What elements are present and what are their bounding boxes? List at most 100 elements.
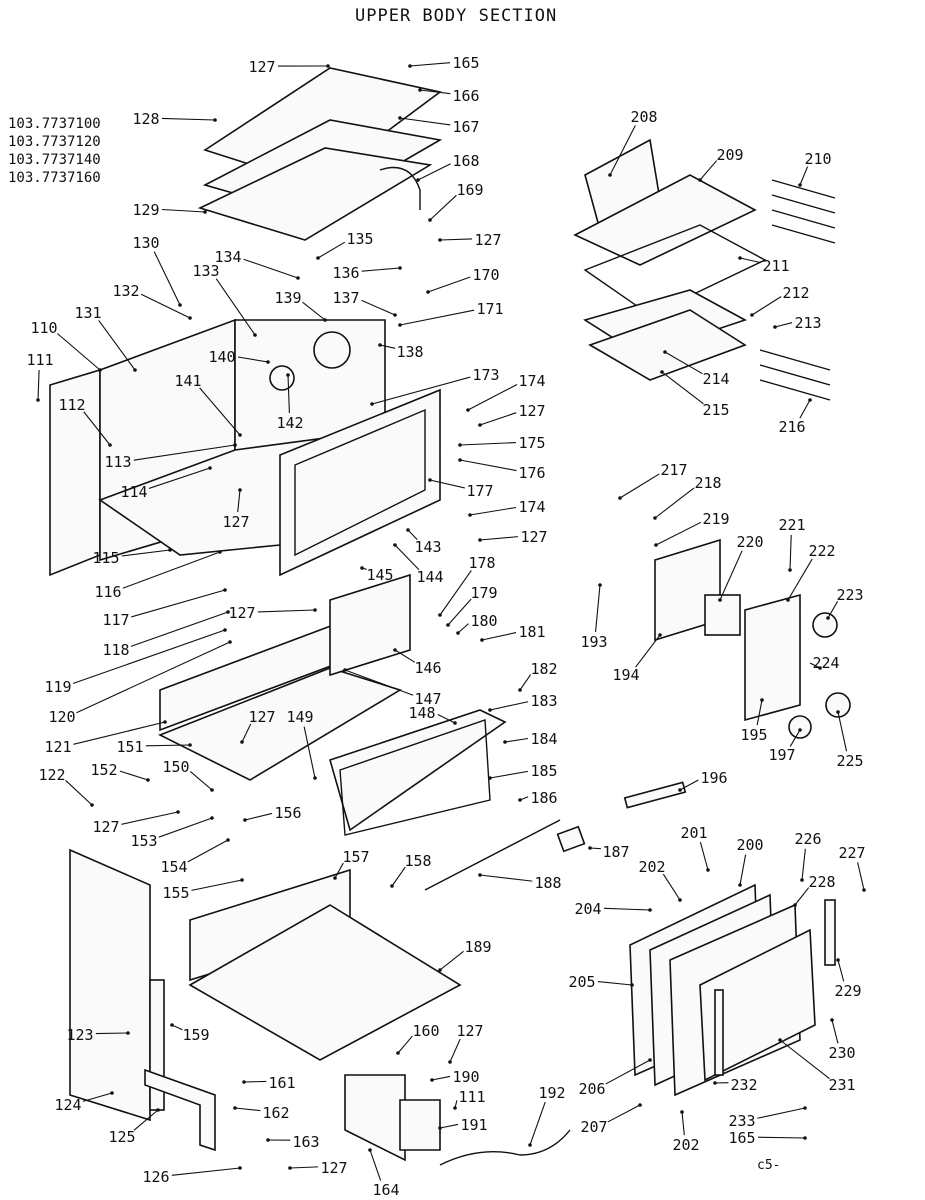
leader-dot	[488, 708, 492, 712]
leader-line	[161, 117, 216, 121]
leader-dot	[243, 818, 247, 822]
part-number-label: 136	[332, 264, 359, 282]
leader-line	[427, 276, 471, 293]
top-base-panel	[197, 147, 433, 241]
part-number-label: 188	[534, 874, 561, 892]
leader-line	[133, 1109, 159, 1131]
handle-trim	[623, 781, 687, 809]
leader-dot	[240, 878, 244, 882]
leader-dot	[343, 668, 347, 672]
part-callout: 216	[778, 398, 812, 436]
leader-line	[289, 1166, 319, 1169]
leader-dot	[458, 458, 462, 462]
leader-line	[409, 62, 451, 67]
part-callout: 174	[468, 498, 546, 517]
leader-line	[857, 862, 865, 891]
leader-line	[662, 873, 681, 901]
part-callout: 165	[408, 54, 480, 72]
part-callout: 143	[406, 528, 442, 556]
part-number-label: 170	[472, 266, 499, 284]
part-callout: 149	[286, 708, 317, 780]
leader-dot	[428, 478, 432, 482]
leader-line	[787, 558, 813, 601]
leader-dot	[242, 1080, 246, 1084]
part-number-label: 202	[638, 858, 665, 876]
leader-dot	[233, 443, 237, 447]
leader-line	[489, 770, 529, 779]
part-number-label: 176	[518, 464, 545, 482]
leader-dot	[718, 598, 722, 602]
leader-dot	[803, 1106, 807, 1110]
door-trim	[714, 989, 724, 1076]
leader-line	[344, 669, 414, 696]
leader-dot	[678, 788, 682, 792]
part-number-label: 169	[456, 181, 483, 199]
part-callout: 127	[478, 528, 548, 546]
part-callout: 174	[466, 372, 546, 412]
part-number-label: 151	[116, 738, 143, 756]
leader-dot	[418, 88, 422, 92]
part-callout: 117	[102, 588, 227, 629]
leader-dot	[253, 333, 257, 337]
leader-line	[237, 356, 269, 363]
part-callout: 233	[728, 1106, 807, 1130]
part-callout: 182	[518, 660, 558, 692]
leader-dot	[660, 370, 664, 374]
leader-line	[827, 601, 839, 619]
leader-line	[394, 649, 416, 663]
part-callout: 210	[798, 150, 832, 187]
leader-dot	[438, 613, 442, 617]
leader-line	[121, 811, 179, 825]
leader-dot	[398, 266, 402, 270]
part-callout: 159	[170, 1023, 210, 1044]
part-number-label: 127	[520, 528, 547, 546]
leader-line	[799, 166, 809, 186]
connector-block	[556, 825, 586, 853]
leader-dot	[488, 776, 492, 780]
leader-dot	[368, 1148, 372, 1152]
part-number-label: 129	[132, 201, 159, 219]
part-callout: 167	[398, 116, 480, 136]
leader-line	[431, 1075, 451, 1081]
leader-dot	[480, 638, 484, 642]
leader-dot	[108, 443, 112, 447]
blower-housing	[329, 573, 411, 677]
part-callout: 201	[680, 824, 710, 872]
leader-dot	[266, 360, 270, 364]
leader-dot	[240, 740, 244, 744]
part-number-label: 201	[680, 824, 707, 842]
part-number-label: 168	[452, 152, 479, 170]
leader-line	[479, 536, 519, 541]
part-number-label: 179	[470, 584, 497, 602]
leader-dot	[406, 528, 410, 532]
part-number-label: 216	[778, 418, 805, 436]
part-callout: 170	[426, 266, 500, 294]
leader-dot	[773, 325, 777, 329]
part-callout: 206	[578, 1058, 652, 1098]
part-callout: 131	[74, 304, 137, 372]
part-callout: 193	[580, 583, 608, 651]
part-number-label: 213	[794, 314, 821, 332]
leader-line	[72, 629, 226, 685]
leader-line	[191, 879, 243, 891]
leader-line	[439, 950, 464, 971]
part-number-label: 158	[404, 852, 431, 870]
leader-line	[161, 208, 206, 213]
part-callout: 155	[162, 878, 244, 902]
part-number-label: 191	[460, 1116, 487, 1134]
part-number-label: 214	[702, 370, 729, 388]
part-callout: 207	[580, 1103, 642, 1136]
model-number: 103.7737160	[8, 170, 101, 186]
part-number-label: 127	[474, 231, 501, 249]
part-callout: 166	[418, 87, 480, 105]
part-callout: 162	[233, 1104, 290, 1122]
door-glass	[699, 928, 816, 1082]
leader-line	[334, 862, 344, 879]
trim-strip	[424, 819, 561, 891]
part-callout: 157	[333, 848, 370, 880]
part-callout: 111	[453, 1088, 486, 1110]
part-number-label: 174	[518, 372, 545, 390]
part-callout: 126	[142, 1166, 242, 1186]
part-number-label: 217	[660, 461, 687, 479]
